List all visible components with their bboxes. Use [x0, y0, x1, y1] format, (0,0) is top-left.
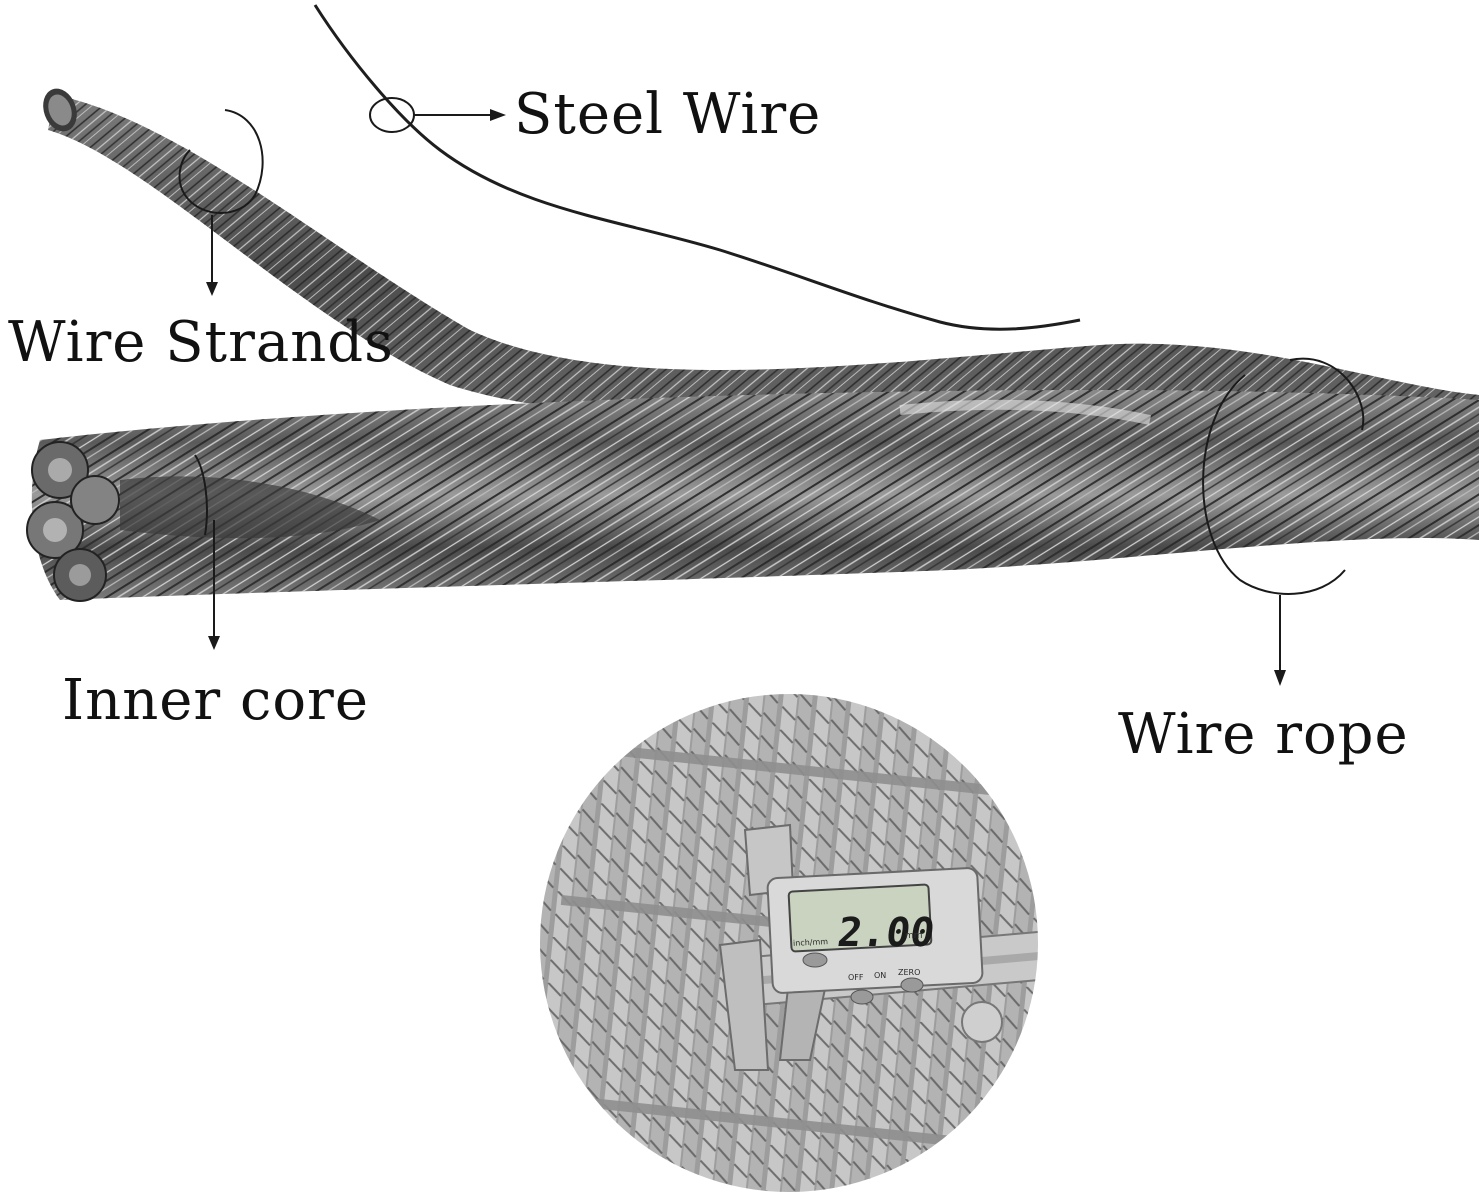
wire-rope-illustration	[26, 390, 1479, 602]
label-inner-core: Inner core	[62, 668, 369, 733]
caliper-unit: mm	[905, 931, 923, 941]
steel-wire-callout	[369, 97, 506, 133]
caliper-button-label-inch-mm: inch/mm	[792, 937, 829, 948]
caliper-inset-photo	[539, 693, 1039, 1193]
label-steel-wire: Steel Wire	[514, 82, 822, 147]
rope-end-strands	[26, 441, 120, 602]
caliper-button-label-on: ON	[874, 971, 887, 980]
wire-strand-illustration	[43, 88, 1479, 450]
steel-wire-illustration	[313, 4, 1081, 331]
wire-strands-callout	[178, 109, 264, 296]
caliper-button-label-zero: ZERO	[898, 968, 921, 977]
inner-core-illustration	[120, 476, 380, 539]
label-wire-rope: Wire rope	[1118, 702, 1409, 767]
inner-core-callout	[194, 454, 220, 650]
wire-rope-callout	[1202, 357, 1365, 686]
digital-caliper	[718, 823, 1039, 1071]
caliper-button-label-off: OFF	[848, 973, 864, 982]
label-wire-strands: Wire Strands	[8, 310, 394, 375]
